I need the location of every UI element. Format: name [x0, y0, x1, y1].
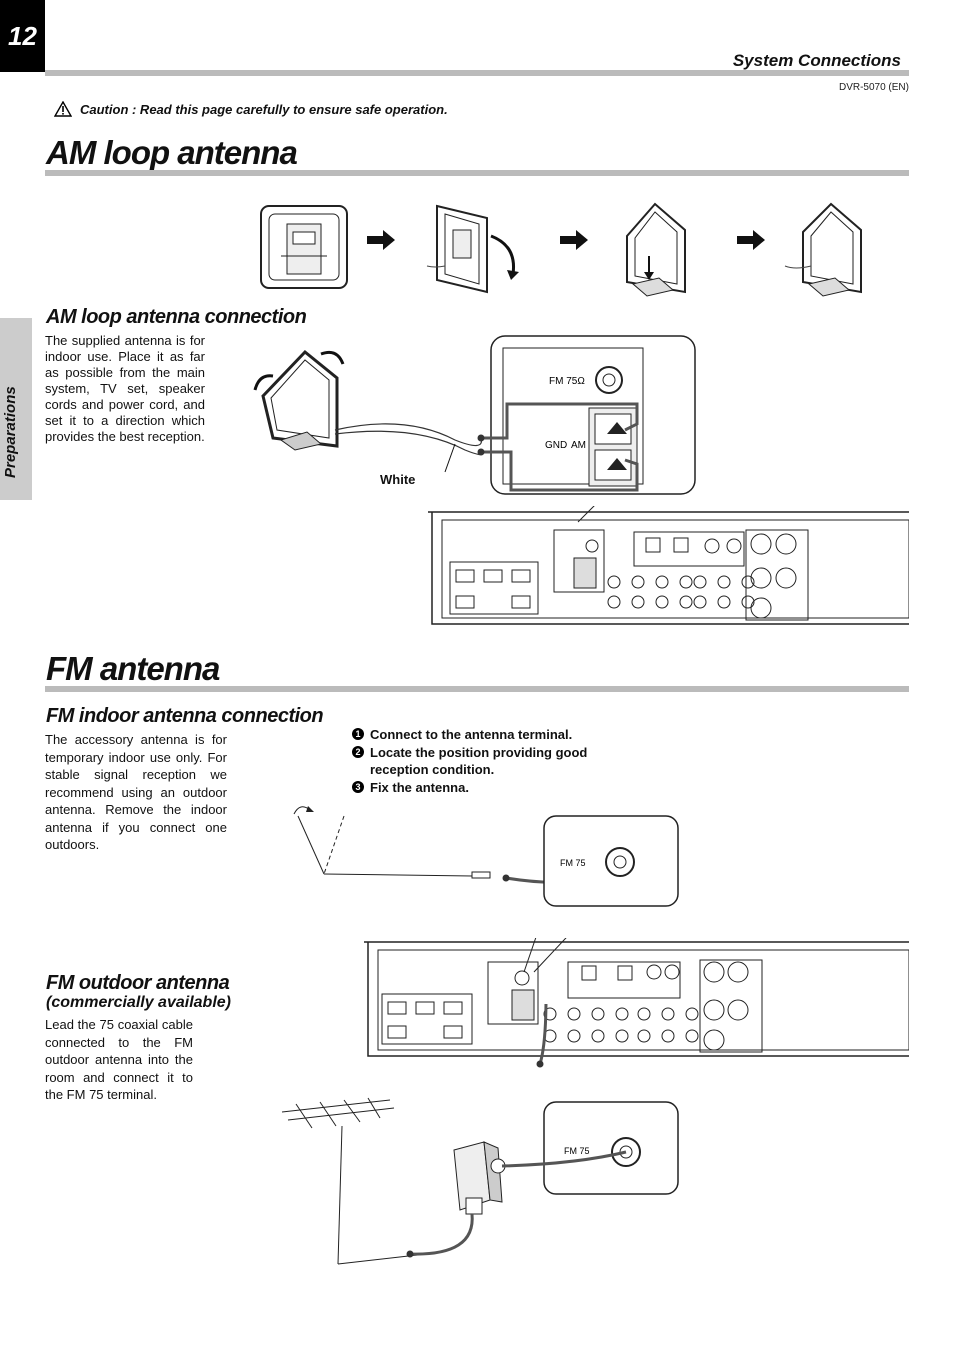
step-number: 1 [352, 728, 364, 740]
rear-panel-fm [364, 938, 909, 1057]
am-label: AM [571, 440, 586, 451]
step-number: 3 [352, 780, 364, 793]
caution-line: Caution : Read this page carefully to en… [54, 101, 448, 117]
fm-indoor-title: FM indoor antenna connection [46, 705, 324, 727]
warning-triangle-icon [54, 101, 72, 117]
outdoor-antenna [281, 1097, 427, 1265]
right-arrow-icon [560, 230, 588, 250]
rear-panel-am [428, 506, 909, 625]
am-antenna-stand [626, 202, 686, 297]
side-tab-label: Preparations [2, 386, 19, 478]
caution-text: Caution : Read this page carefully to en… [80, 101, 448, 117]
gnd-label: GND [545, 440, 567, 451]
am-connection-diagram: FM 75Ω GND AM [253, 335, 696, 495]
am-title-rule [45, 170, 909, 176]
fm75-label-2: FM 75 [564, 1146, 590, 1156]
fm-outdoor-title: FM outdoor antenna [46, 972, 230, 994]
fm-outdoor-subtitle: (commercially available) [46, 994, 231, 1011]
header-rule [45, 70, 909, 76]
step-number: 2 [352, 745, 364, 758]
fm-section-title: FM antenna [46, 650, 220, 687]
am-section-title: AM loop antenna [46, 134, 298, 171]
fm-indoor-body: The accessory antenna is for temporary i… [45, 732, 227, 852]
side-tab: Preparations [0, 318, 32, 500]
fm-title-rule [45, 686, 909, 692]
section-title: System Connections [732, 51, 901, 70]
am-assembly-illustration [260, 202, 862, 297]
fm-indoor-diagram: FM 75 [293, 806, 679, 907]
fm-outdoor-diagram: FM 75 [281, 1004, 679, 1265]
fm-terminal-label: FM 75Ω [549, 376, 585, 387]
am-connection-title: AM loop antenna connection [46, 306, 307, 328]
fm75-label-1: FM 75 [560, 858, 586, 868]
fm-adapter [453, 1141, 506, 1215]
am-antenna-assembled [784, 202, 862, 297]
fm-outdoor-body: Lead the 75 coaxial cable connected to t… [45, 1017, 193, 1102]
right-arrow-icon [367, 230, 395, 250]
right-arrow-icon [737, 230, 765, 250]
am-connection-body: The supplied antenna is for indoor use. … [45, 333, 205, 444]
am-antenna-unfolding [426, 204, 519, 294]
page-number: 12 [0, 0, 45, 72]
model-number: DVR-5070 (EN) [838, 82, 909, 93]
am-antenna-folded [260, 205, 348, 289]
white-wire-label: White [380, 472, 416, 487]
am-loop-antenna [253, 349, 345, 451]
